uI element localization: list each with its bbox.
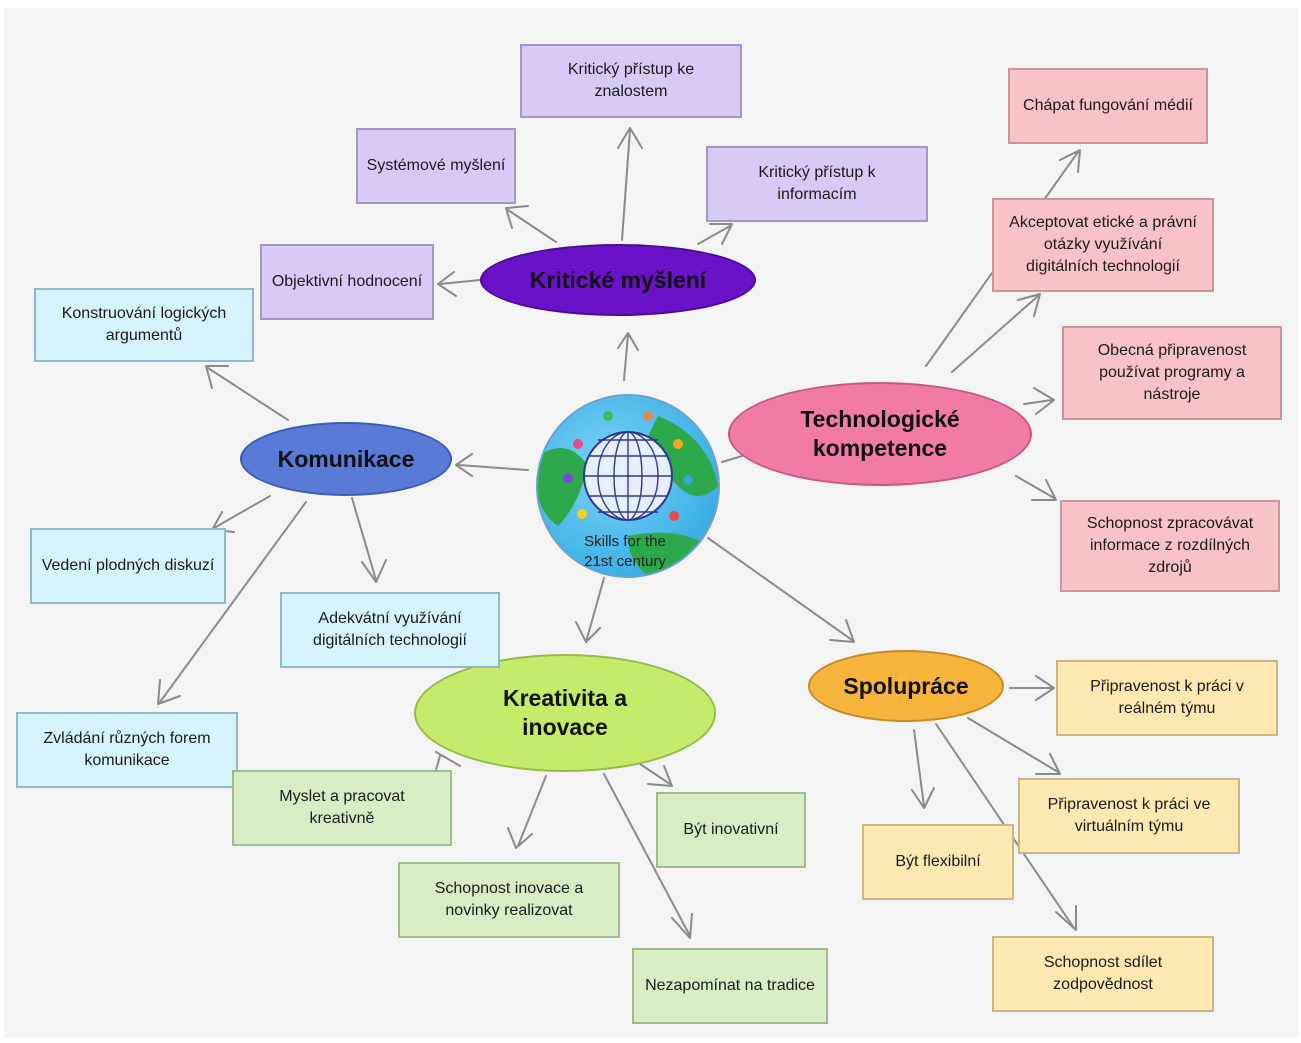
item-line: Chápat fungování médií xyxy=(1023,97,1193,114)
item-line: Schopnost inovace a xyxy=(434,880,584,897)
item-schopnost-inovace[interactable]: Schopnost inovace a novinky realizovat xyxy=(398,862,620,938)
item-vedeni-diskuzi[interactable]: Vedení plodných diskuzí xyxy=(30,528,226,604)
item-line: Být flexibilní xyxy=(895,853,981,870)
category-komunikace-label: Komunikace xyxy=(277,445,415,472)
item-line: Nezapomínat na tradice xyxy=(645,977,815,994)
center-label: Skills for the 21st century xyxy=(560,532,690,572)
item-line: novinky realizovat xyxy=(445,902,573,919)
item-line: Připravenost k práci v xyxy=(1090,678,1244,695)
item-line: informacím xyxy=(777,186,857,203)
item-line: Akceptovat etické a právní xyxy=(1009,214,1197,231)
item-line: virtuálním týmu xyxy=(1074,818,1184,835)
category-kriticke-mysleni[interactable]: Kritické myšlení xyxy=(480,244,756,316)
item-line: Obecná připravenost xyxy=(1097,342,1247,359)
item-konstruovani-argumentu[interactable]: Konstruování logických argumentů xyxy=(34,288,254,362)
item-line: reálném týmu xyxy=(1118,700,1216,717)
item-line: kreativně xyxy=(309,810,375,827)
item-myslet-kreativne[interactable]: Myslet a pracovat kreativně xyxy=(232,770,452,846)
item-line: Být inovativní xyxy=(683,821,779,838)
item-kriticky-pristup-informacim[interactable]: Kritický přístup k informacím xyxy=(706,146,928,222)
category-kreativita[interactable]: Kreativita a inovace xyxy=(414,654,716,772)
item-akceptovat-eticke[interactable]: Akceptovat etické a právní otázky využívá… xyxy=(992,198,1214,292)
item-line: zdrojů xyxy=(1148,559,1192,576)
category-kreativita-line2: inovace xyxy=(522,714,608,740)
item-pripravenost-realnem-tymu[interactable]: Připravenost k práci v reálném týmu xyxy=(1056,660,1278,736)
item-line: nástroje xyxy=(1143,386,1201,403)
item-line: znalostem xyxy=(594,83,668,100)
item-line: Myslet a pracovat xyxy=(279,788,405,805)
item-line: Kritický přístup k xyxy=(758,164,876,181)
category-technologicke-line1: Technologické xyxy=(800,406,960,432)
item-schopnost-sdilet[interactable]: Schopnost sdílet zodpovědnost xyxy=(992,936,1214,1012)
item-line: komunikace xyxy=(84,752,170,769)
item-schopnost-zpracovavat[interactable]: Schopnost zpracovávat informace z rozdíln… xyxy=(1060,500,1280,592)
item-zvladani-forem[interactable]: Zvládání různých forem komunikace xyxy=(16,712,238,788)
item-byt-inovativni[interactable]: Být inovativní xyxy=(656,792,806,868)
item-nezapominat-tradice[interactable]: Nezapomínat na tradice xyxy=(632,948,828,1024)
item-line: digitálních technologií xyxy=(313,632,467,649)
center-label-line1: Skills for the xyxy=(584,533,666,550)
item-line: Systémové myšlení xyxy=(366,157,506,174)
category-kreativita-line1: Kreativita a xyxy=(502,685,627,711)
item-line: digitálních technologií xyxy=(1026,258,1180,275)
item-line: Zvládání různých forem xyxy=(43,730,211,747)
category-spoluprace-label: Spolupráce xyxy=(843,672,969,699)
item-line: Schopnost sdílet xyxy=(1043,954,1163,971)
item-systemove-mysleni[interactable]: Systémové myšlení xyxy=(356,128,516,204)
item-adekvatni-vyuzivani[interactable]: Adekvátní využívání digitálních technolog… xyxy=(280,592,500,668)
item-obecna-pripravenost[interactable]: Obecná připravenost používat programy a ná… xyxy=(1062,326,1282,420)
item-line: argumentů xyxy=(105,327,183,344)
item-line: používat programy a xyxy=(1099,364,1245,381)
item-line: otázky využívání xyxy=(1043,236,1163,253)
item-objektivni-hodnoceni[interactable]: Objektivní hodnocení xyxy=(260,244,434,320)
category-komunikace[interactable]: Komunikace xyxy=(240,422,452,496)
category-kriticke-label: Kritické myšlení xyxy=(529,266,707,293)
item-line: Konstruování logických xyxy=(61,305,227,322)
category-technologicke[interactable]: Technologické kompetence xyxy=(728,382,1032,486)
item-line: Adekvátní využívání xyxy=(318,610,462,627)
item-line: informace z rozdílných xyxy=(1089,537,1251,554)
globe-icon xyxy=(538,411,718,576)
item-line: Připravenost k práci ve xyxy=(1047,796,1211,813)
item-pripravenost-virtualnim-tymu[interactable]: Připravenost k práci ve virtuálním týmu xyxy=(1018,778,1240,854)
center-label-line2: 21st century xyxy=(584,553,666,570)
item-line: Objektivní hodnocení xyxy=(271,273,423,290)
category-technologicke-line2: kompetence xyxy=(812,435,948,461)
item-line: zodpovědnost xyxy=(1053,976,1153,993)
category-spoluprace[interactable]: Spolupráce xyxy=(808,650,1004,722)
item-line: Vedení plodných diskuzí xyxy=(41,557,215,574)
item-chapat-fungovani-medii[interactable]: Chápat fungování médií xyxy=(1008,68,1208,144)
item-kriticky-pristup-znalostem[interactable]: Kritický přístup ke znalostem xyxy=(520,44,742,118)
center-globe xyxy=(536,394,720,578)
item-line: Kritický přístup ke xyxy=(567,61,695,78)
item-line: Schopnost zpracovávat xyxy=(1086,515,1254,532)
item-byt-flexibilni[interactable]: Být flexibilní xyxy=(862,824,1014,900)
